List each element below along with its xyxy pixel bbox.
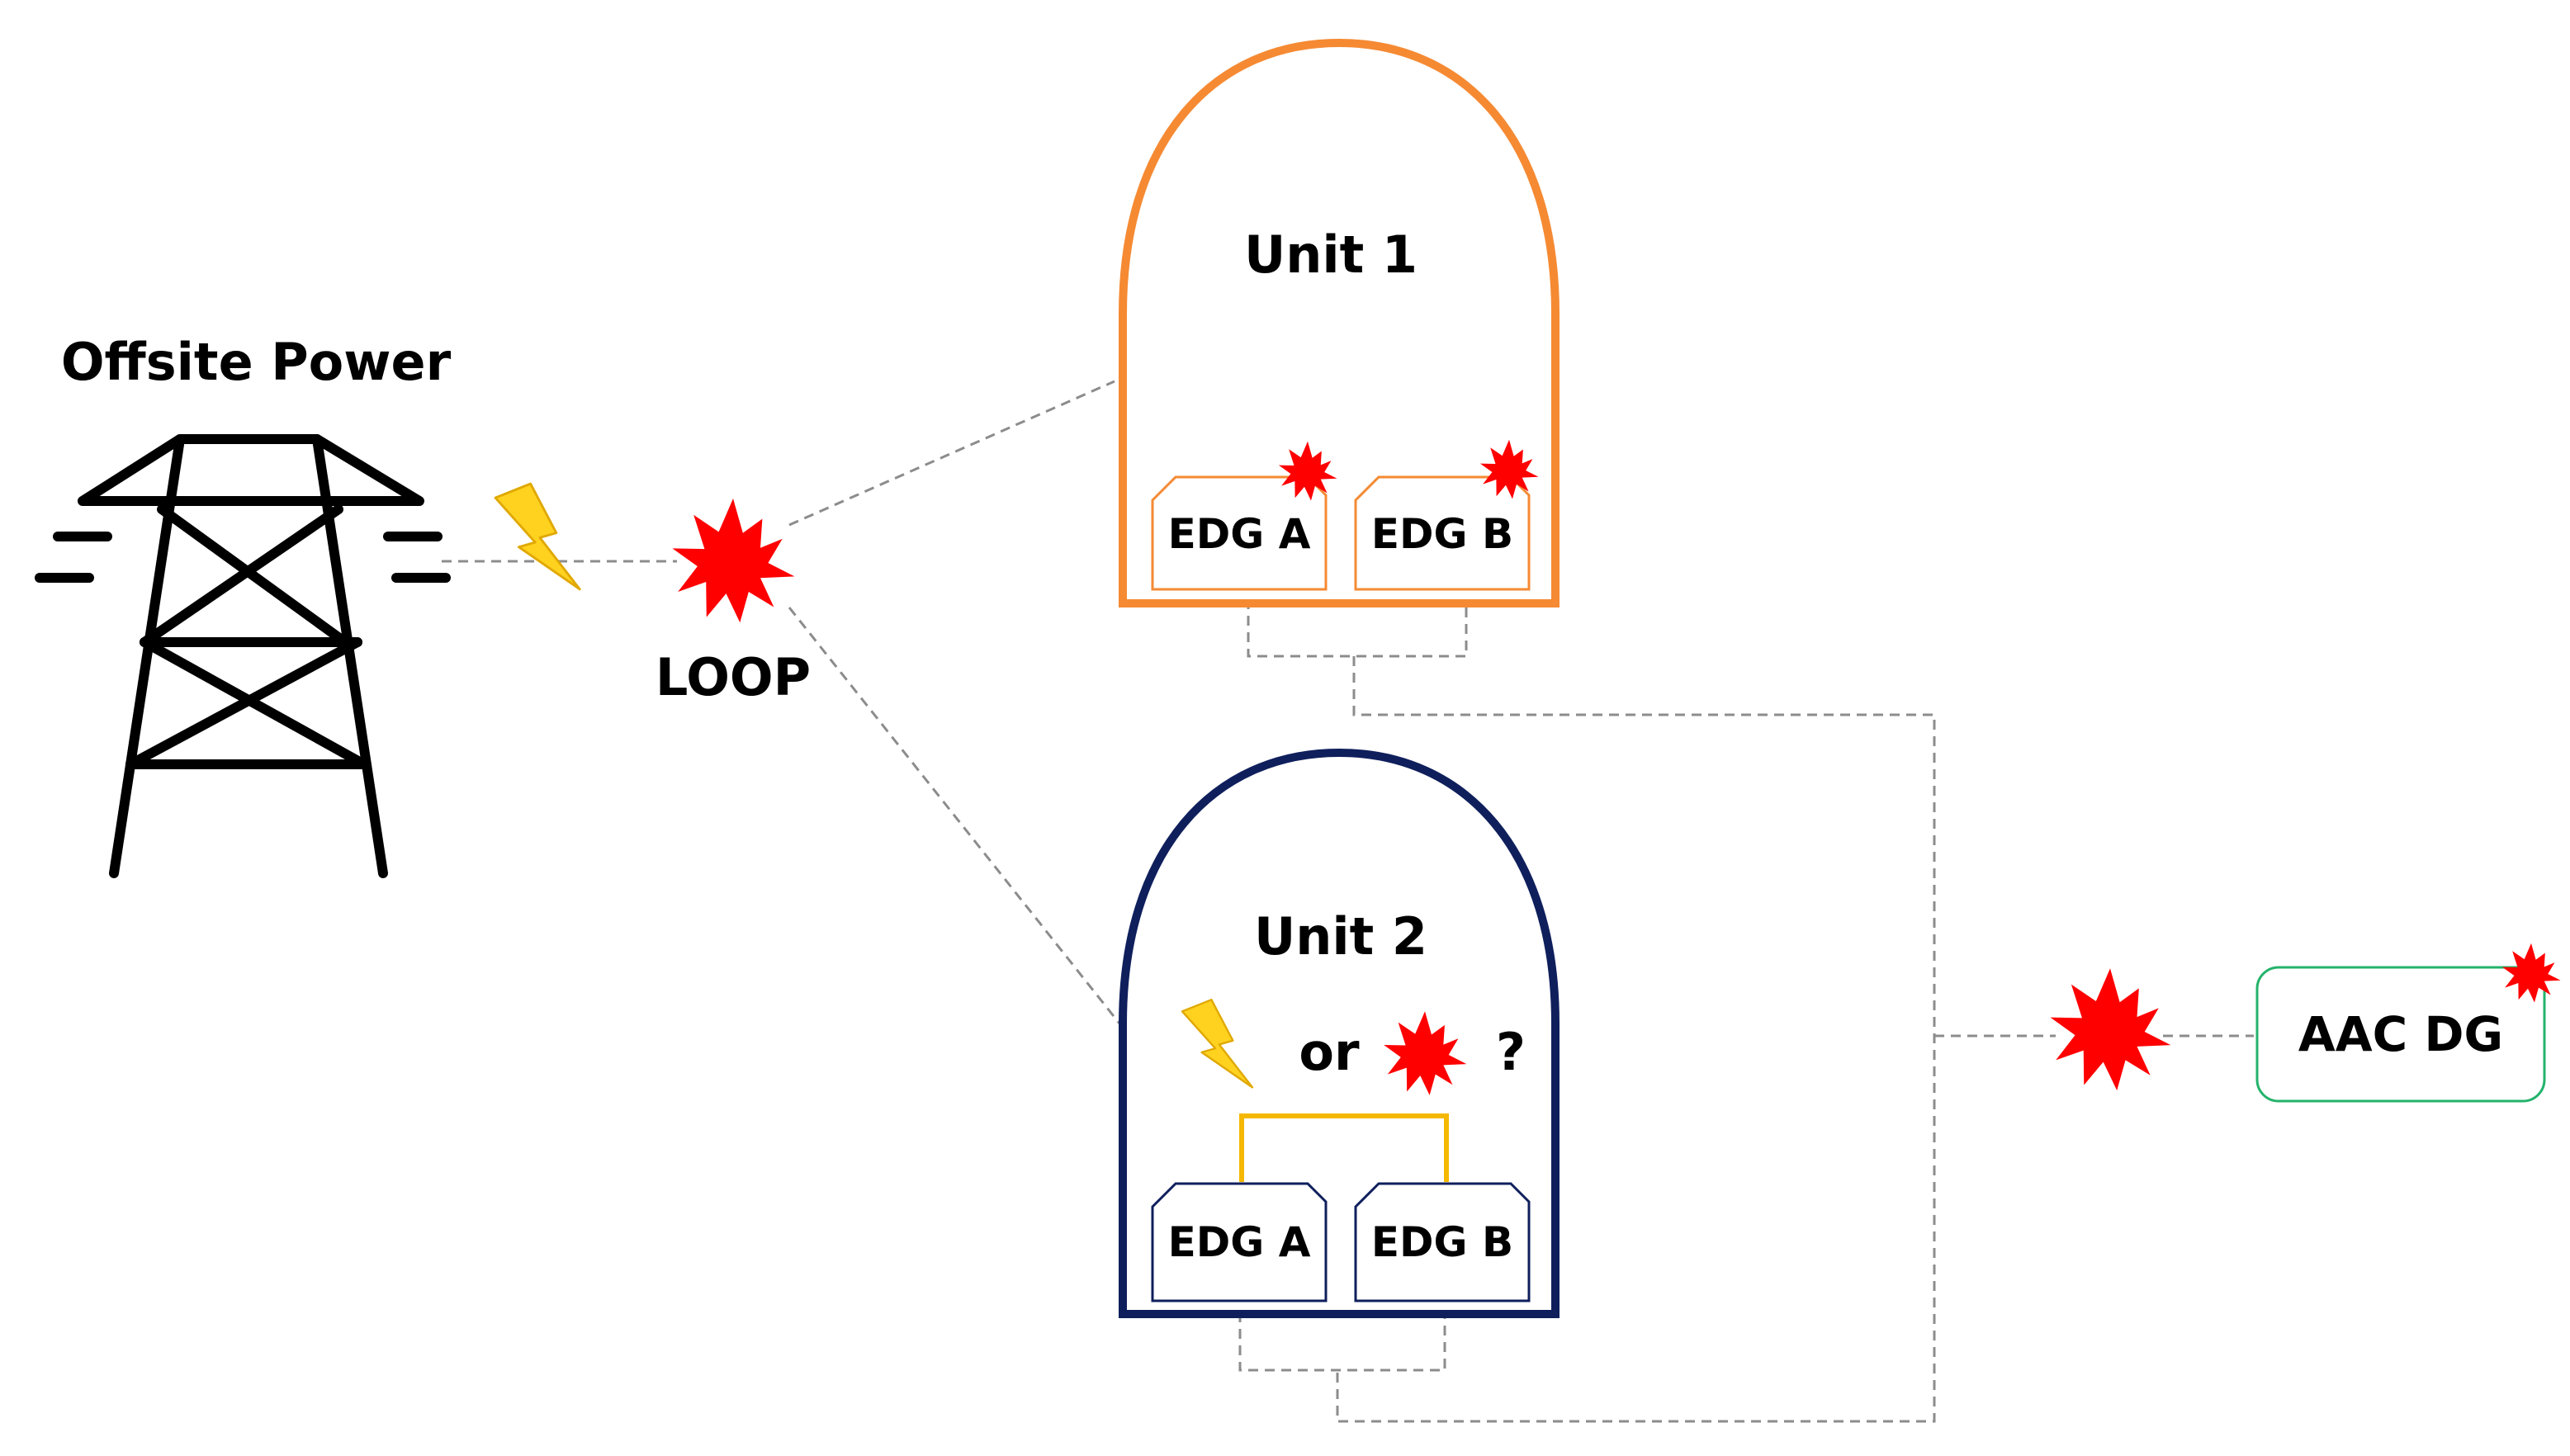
transmission-tower-icon bbox=[35, 434, 451, 878]
loop-label: LOOP bbox=[655, 647, 812, 707]
unit1-edg-b-label: EDG B bbox=[1370, 510, 1514, 558]
dashed-unit1-edg-tie bbox=[1247, 599, 1468, 658]
aac-dg-label: AAC DG bbox=[2298, 1006, 2504, 1062]
offsite-lightning-bolt-icon bbox=[494, 482, 581, 591]
unit2-edg-b-box bbox=[1354, 1182, 1531, 1302]
dashed-unit2-edg-tie bbox=[1238, 1312, 1446, 1372]
unit2-title: Unit 2 bbox=[1253, 906, 1428, 967]
unit1-edg-a-label: EDG A bbox=[1167, 510, 1311, 558]
unit2-question-mark: ? bbox=[1496, 1022, 1526, 1082]
aac-line-failure-burst-icon bbox=[2050, 968, 2171, 1091]
dashed-aac-distribution-line bbox=[1336, 656, 1936, 1423]
unit2-edg-a-label: EDG A bbox=[1167, 1218, 1311, 1266]
dashed-line-loop-to-unit1 bbox=[788, 380, 1115, 527]
unit2-or-label: or bbox=[1299, 1022, 1360, 1082]
unit2-edg-bus bbox=[1239, 1113, 1449, 1182]
unit2-edg-b-label: EDG B bbox=[1370, 1218, 1514, 1266]
dashed-line-loop-to-unit2 bbox=[788, 607, 1124, 1028]
aac-dg-box bbox=[2255, 966, 2546, 1103]
offsite-power-label: Offsite Power bbox=[60, 332, 452, 392]
unit2-lightning-bolt-icon bbox=[1181, 998, 1254, 1089]
unit2-edg-a-box bbox=[1151, 1182, 1328, 1302]
unit2-containment-outline bbox=[1119, 748, 1560, 1318]
loop-failure-burst-icon bbox=[672, 499, 795, 623]
unit1-title: Unit 1 bbox=[1243, 225, 1418, 285]
unit2-failure-burst-icon bbox=[1384, 1011, 1467, 1095]
unit1-containment-outline bbox=[1119, 38, 1560, 607]
